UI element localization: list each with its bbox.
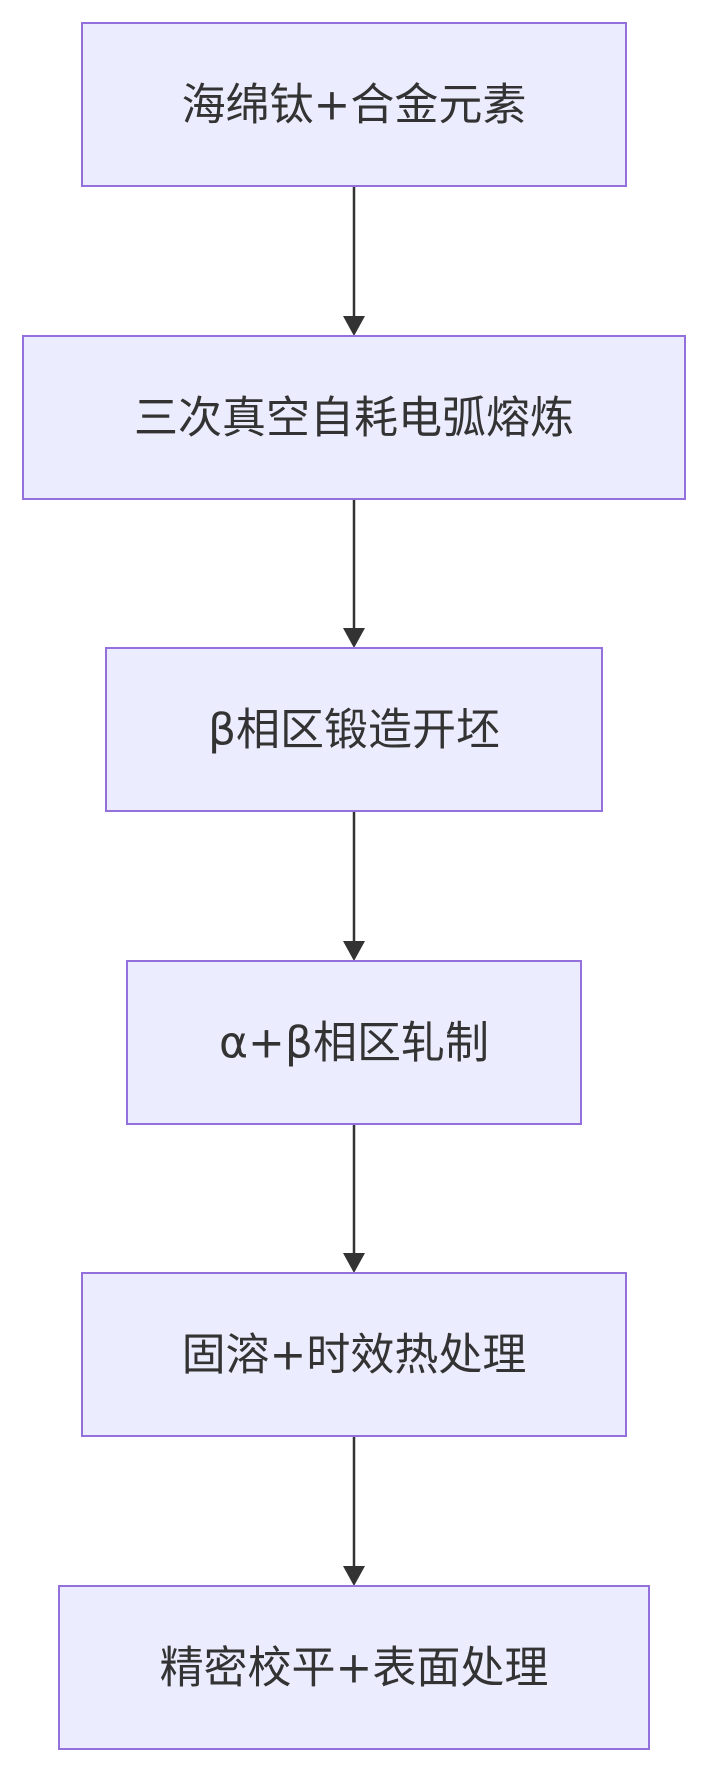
node-label: 海绵钛+合金元素 xyxy=(182,80,527,131)
flowchart-nodes: 海绵钛+合金元素 三次真空自耗电弧熔炼 β相区锻造开坯 α+β相区轧制 固溶+时… xyxy=(22,22,686,1750)
node-label: β相区锻造开坯 xyxy=(208,705,500,756)
flowchart-edges xyxy=(343,186,365,1586)
node-box xyxy=(22,335,686,500)
node-box xyxy=(81,1272,627,1437)
node-sponge-titanium: 海绵钛+合金元素 xyxy=(81,22,627,187)
node-box xyxy=(81,22,627,187)
node-box xyxy=(58,1585,650,1750)
node-box xyxy=(105,647,603,812)
node-leveling-surface: 精密校平+表面处理 xyxy=(58,1585,650,1750)
arrow-head-icon xyxy=(343,1253,365,1273)
arrow-head-icon xyxy=(343,941,365,961)
node-heat-treatment: 固溶+时效热处理 xyxy=(81,1272,627,1437)
node-box xyxy=(126,960,582,1125)
arrow-head-icon xyxy=(343,1566,365,1586)
node-label: 固溶+时效热处理 xyxy=(182,1330,527,1381)
node-label: α+β相区轧制 xyxy=(219,1018,489,1069)
arrow-head-icon xyxy=(343,628,365,648)
node-label: 三次真空自耗电弧熔炼 xyxy=(134,393,574,444)
node-beta-forging: β相区锻造开坯 xyxy=(105,647,603,812)
arrow-head-icon xyxy=(343,316,365,336)
node-alpha-beta-rolling: α+β相区轧制 xyxy=(126,960,582,1125)
node-var-melting: 三次真空自耗电弧熔炼 xyxy=(22,335,686,500)
node-label: 精密校平+表面处理 xyxy=(160,1643,549,1694)
